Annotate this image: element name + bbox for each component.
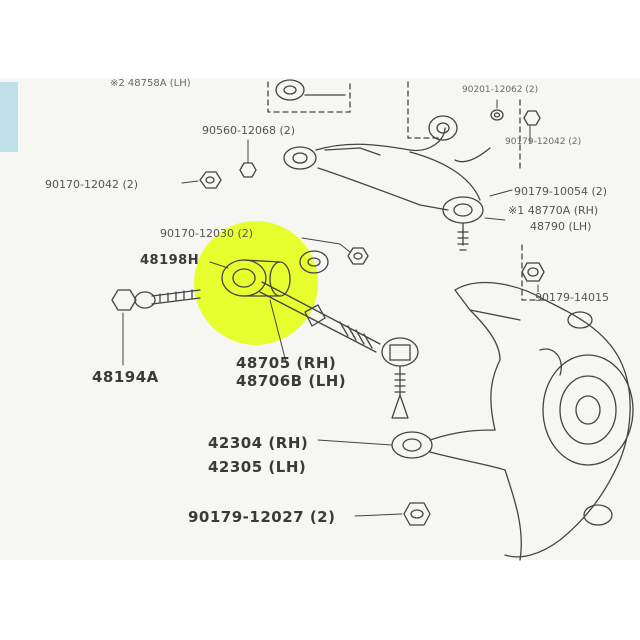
label-90179-12042: 90179-12042 (2) [505,137,582,147]
label-48790: 48790 (LH) [530,220,592,233]
toe-link-rod [259,281,419,419]
label-90179-12027: 90179-12027 (2) [188,508,336,526]
bushing-48198h [221,250,329,297]
label-42305: 42305 (LH) [208,458,307,476]
dashed-box-right [407,81,441,139]
nut-90179-12027 [403,502,431,526]
nut-90179-14015 [521,262,545,282]
dashed-guide-lower [521,244,546,301]
label-48706b: 48706B (LH) [236,372,347,390]
paper-sheet [0,78,640,560]
label-48758a: ※2 48758A (LH) [110,78,191,89]
bolt-48194a [111,289,201,311]
washer-90201 [490,109,504,121]
label-90179-10054: 90179-10054 (2) [514,185,608,198]
nut-90560 [239,162,257,178]
blue-edge-tab [0,82,18,152]
label-48198h: 48198H [140,253,200,268]
leader-lines [122,99,539,517]
nut-90179-12042 [523,110,541,126]
label-90170-12042: 90170-12042 (2) [45,178,139,191]
nut-90170-12030 [347,247,369,265]
label-90170-12030: 90170-12030 (2) [160,227,254,240]
label-48770a: ※1 48770A (RH) [508,204,599,217]
label-90201: 90201-12062 (2) [462,85,539,95]
upper-control-arm [283,115,491,251]
label-48705: 48705 (RH) [236,354,337,372]
top-bushing-left [275,79,346,101]
label-42304: 42304 (RH) [208,434,309,452]
dashed-box-left [267,81,351,113]
label-90560: 90560-12068 (2) [202,124,296,137]
highlight-marker [194,221,318,345]
nut-90170-12042 [199,171,222,189]
label-90179-14015: 90179-14015 [535,291,609,304]
label-48194a: 48194A [92,368,159,386]
